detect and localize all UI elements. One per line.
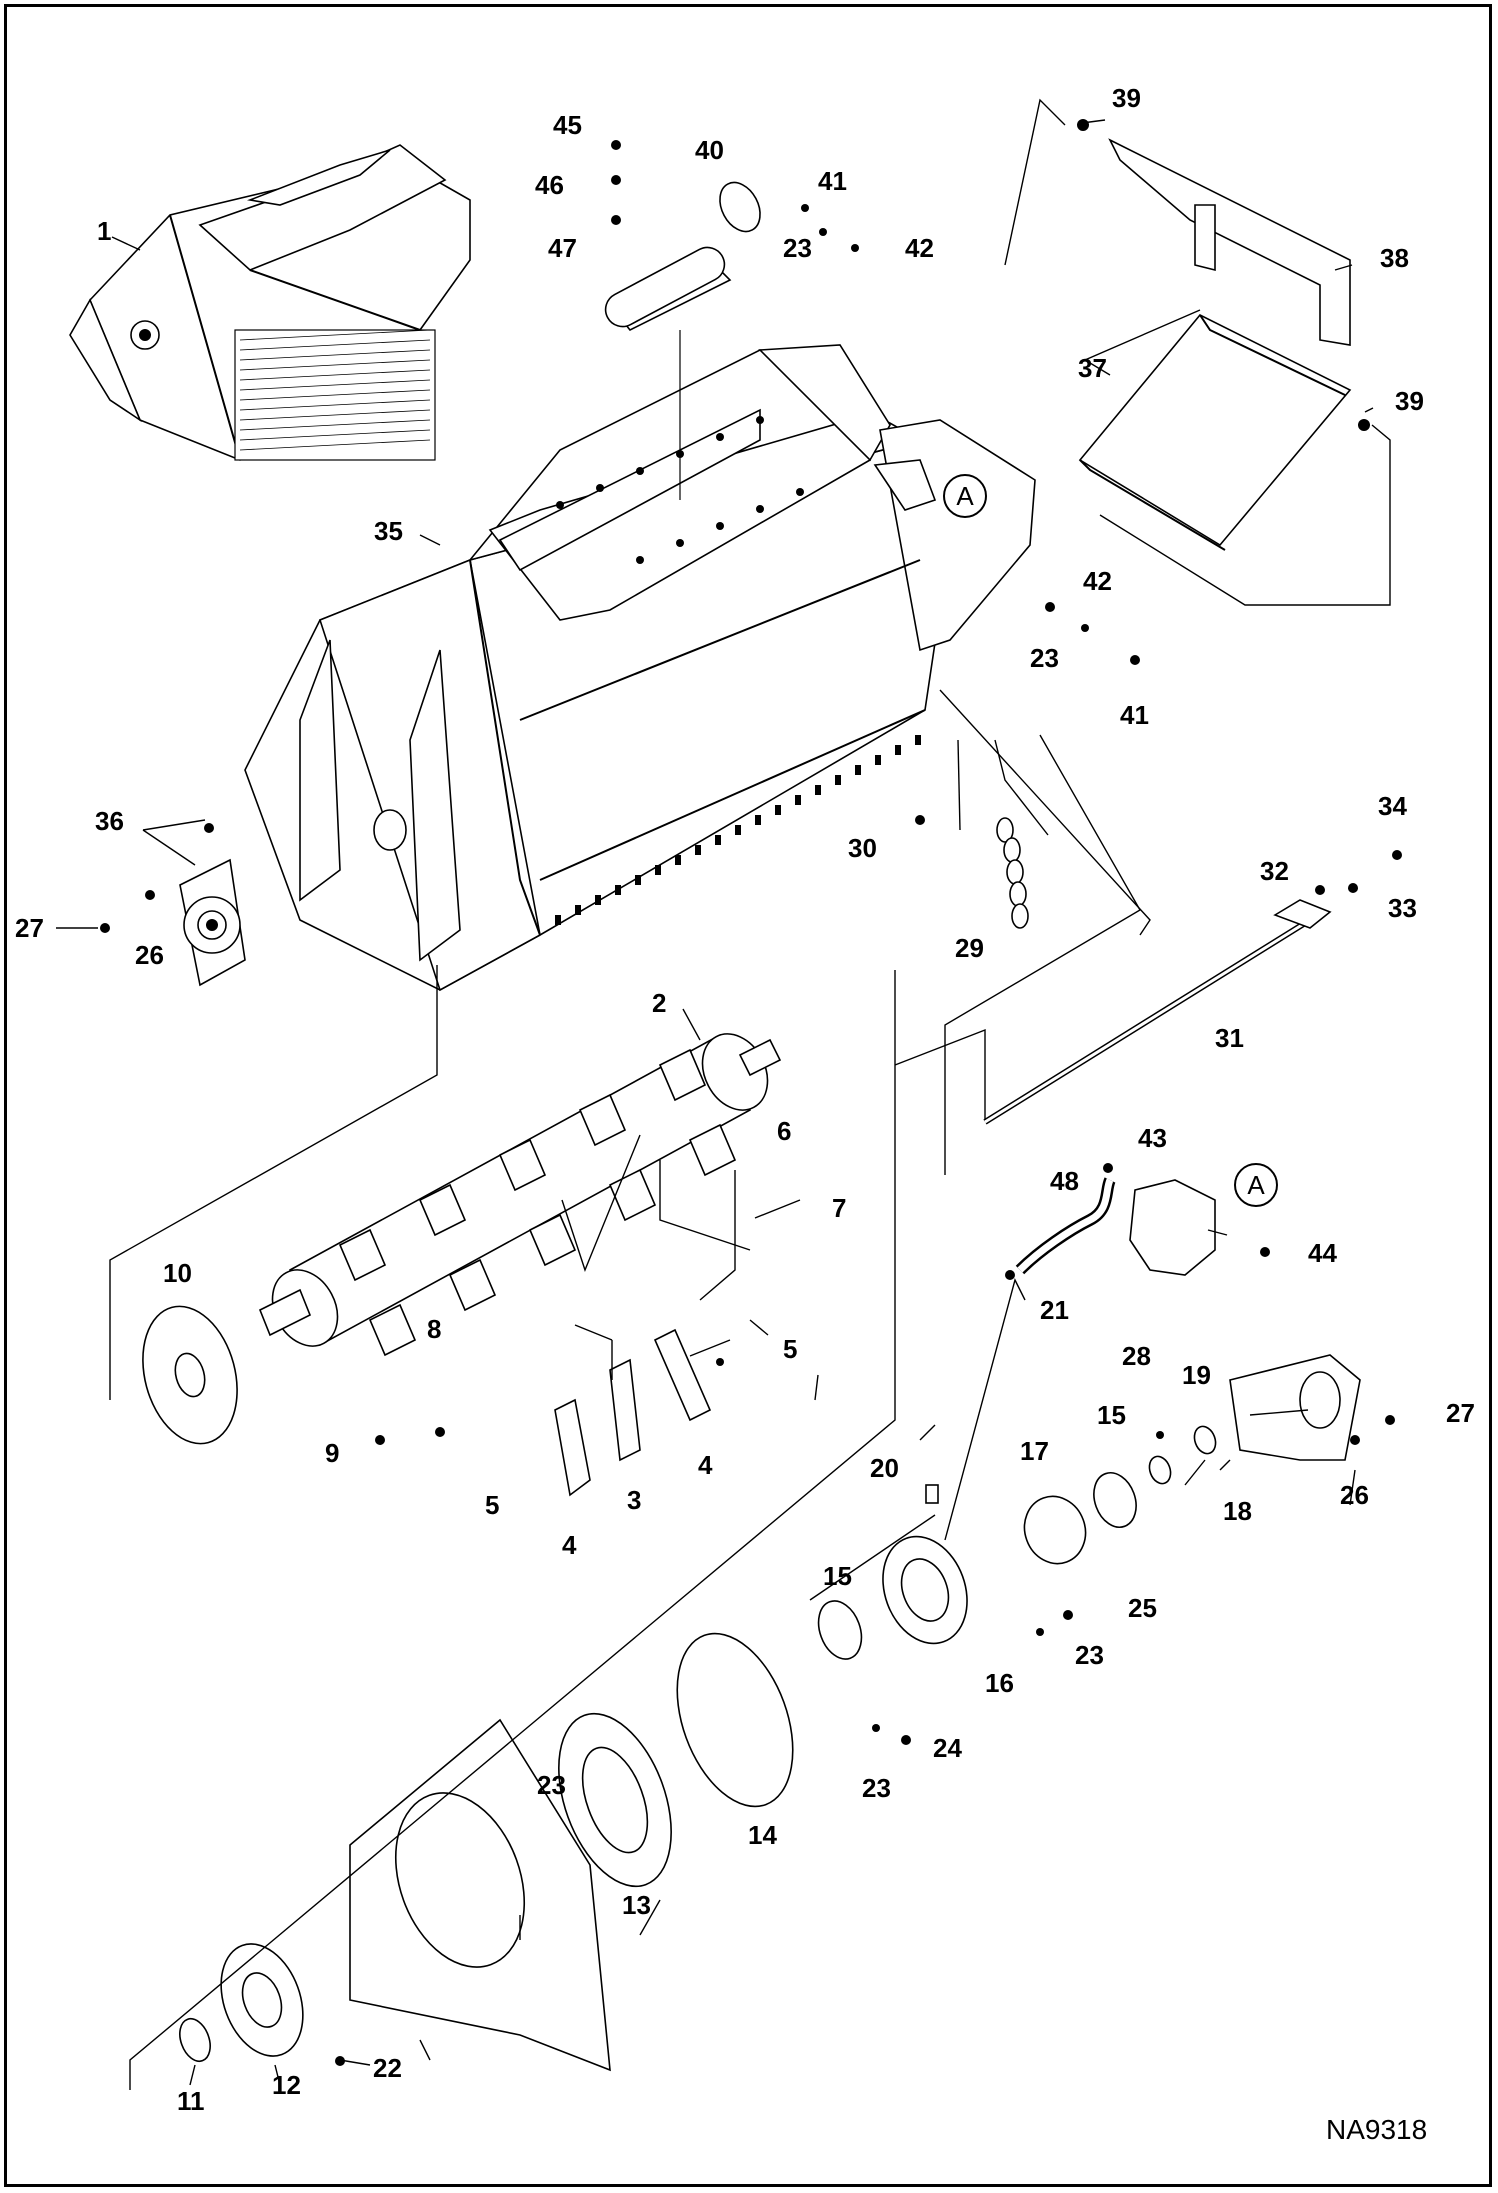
detail-a-marker: A [943,474,987,518]
callout-35: 35 [374,516,403,546]
callout-4: 4 [698,1450,713,1480]
callout-23: 23 [862,1773,891,1803]
callout-32: 32 [1260,856,1289,886]
callout-40: 40 [695,135,724,165]
callout-43: 43 [1138,1123,1167,1153]
end-disc [142,1305,238,1445]
hose [873,459,1216,1276]
callout-19: 19 [1182,1360,1211,1390]
callout-41: 41 [818,166,847,196]
callout-45: 45 [553,110,582,140]
callout-38: 38 [1380,243,1409,273]
callout-41: 41 [1120,700,1149,730]
callout-46: 46 [535,170,564,200]
callout-36: 36 [95,806,124,836]
callout-5: 5 [485,1490,500,1520]
callout-42: 42 [905,233,934,263]
callout-29: 29 [955,933,984,963]
callout-10: 10 [163,1258,192,1288]
callout-30: 30 [848,833,877,863]
guard-plates [1078,138,1352,551]
callout-2: 2 [652,988,667,1018]
callout-11: 11 [177,2086,205,2116]
callout-4: 4 [562,1530,577,1560]
callout-44: 44 [1308,1238,1337,1268]
callout-7: 7 [832,1193,847,1223]
callout-9: 9 [325,1438,340,1468]
chain [996,817,1029,929]
callout-48: 48 [1050,1166,1079,1196]
bearing-flange [179,858,246,987]
callout-13: 13 [622,1890,651,1920]
drawing-number: NA9318 [1326,2114,1428,2145]
callout-39: 39 [1112,83,1141,113]
callout-24: 24 [933,1733,962,1763]
callout-8: 8 [427,1314,442,1344]
callout-23: 23 [1075,1640,1104,1670]
callout-1: 1 [97,216,112,246]
leader-lines [56,98,1391,2090]
callout-47: 47 [548,233,577,263]
callout-5: 5 [783,1334,798,1364]
assembled-mulcher-view [69,144,471,461]
callout-23: 23 [783,233,812,263]
callout-15: 15 [1097,1400,1126,1430]
callout-20: 20 [870,1453,899,1483]
callout-3: 3 [627,1485,642,1515]
callout-23: 23 [1030,643,1059,673]
callout-23: 23 [537,1770,566,1800]
callout-26: 26 [1340,1480,1369,1510]
callout-31: 31 [1215,1023,1244,1053]
rotor [258,1033,782,1357]
callout-16: 16 [985,1668,1014,1698]
drive-assembly [179,1354,1361,2072]
callout-26: 26 [135,940,164,970]
callout-22: 22 [373,2053,402,2083]
tube-bracket [604,181,761,500]
callout-12: 12 [272,2070,301,2100]
fasteners [100,119,1402,2066]
callout-17: 17 [1020,1436,1049,1466]
callout-27: 27 [15,913,44,943]
callout-42: 42 [1083,566,1112,596]
callout-6: 6 [777,1116,792,1146]
callout-39: 39 [1395,386,1424,416]
callout-28: 28 [1122,1341,1151,1371]
knives [554,1328,712,1497]
callout-27: 27 [1446,1398,1475,1428]
rod [983,899,1332,1125]
callout-14: 14 [748,1820,777,1850]
callout-33: 33 [1388,893,1417,923]
callout-34: 34 [1378,791,1407,821]
detail-a-marker: A [1234,1163,1278,1207]
callout-37: 37 [1078,353,1107,383]
callout-25: 25 [1128,1593,1157,1623]
callout-21: 21 [1040,1295,1069,1325]
callout-15: 15 [823,1561,852,1591]
callout-18: 18 [1223,1496,1252,1526]
